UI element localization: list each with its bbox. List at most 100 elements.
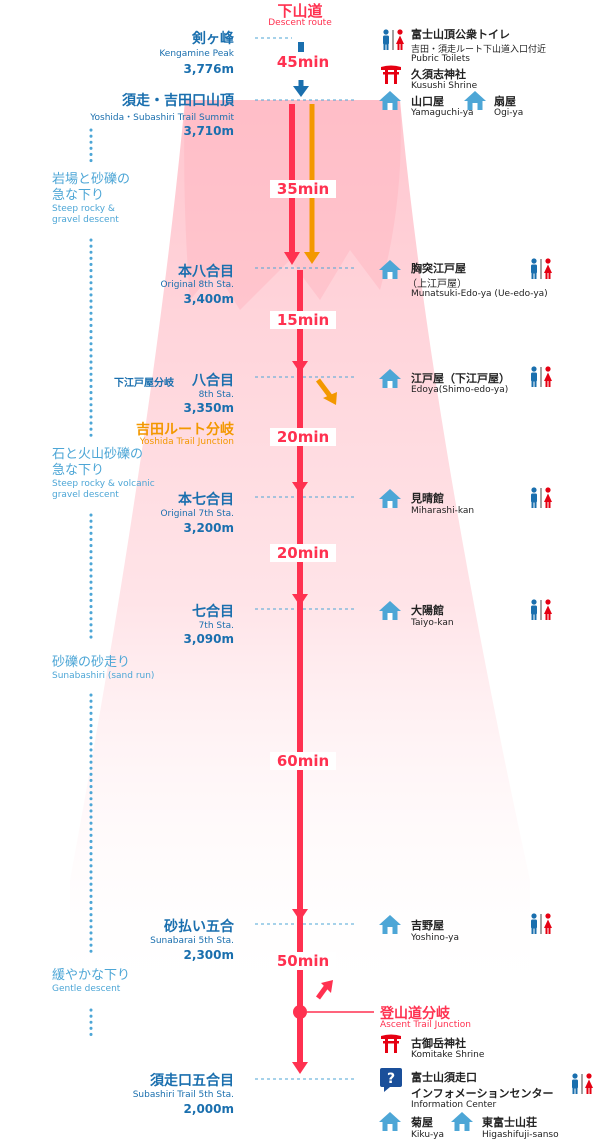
route-arrow-7th <box>292 594 308 606</box>
duration-1: 45min <box>270 53 336 71</box>
yoshida-branch-line <box>316 378 332 398</box>
yoshida-junction-en: Yoshida Trail Junction <box>139 437 234 447</box>
route-arrow-summit <box>284 252 300 265</box>
higashi-name: 東富士山荘 <box>482 1116 537 1129</box>
toilet-icon <box>383 29 404 50</box>
info-name: 富士山須走口 <box>411 1071 477 1084</box>
terrain-4-en1: Gentle descent <box>52 984 121 994</box>
shrine-icon <box>381 65 401 84</box>
terrain-2: 石と火山砂礫の 急な下り Steep rocky & volcanic grav… <box>52 447 155 501</box>
terrain-2-en1: Steep rocky & volcanic <box>52 479 155 489</box>
duration-2: 35min <box>270 180 336 198</box>
yoshida-junction-name: 吉田ルート分岐 <box>136 422 234 438</box>
station-8th-en: 8th Sta. <box>198 390 234 400</box>
station-hon8-en: Original 8th Sta. <box>160 280 234 290</box>
station-hon8-name: 本八合目 <box>178 264 234 280</box>
station-8th-elev: 3,350m <box>183 401 234 415</box>
munatsuki-alt: （上江戸屋） <box>407 279 467 290</box>
kusushi-en: Kusushi Shrine <box>411 81 478 91</box>
info-en: Information Center <box>411 1100 497 1110</box>
ascent-junction-en: Ascent Trail Junction <box>380 1020 471 1030</box>
station-8th-prefix: 下江戸屋分岐 <box>114 378 174 389</box>
miharashi-name: 見晴館 <box>411 492 444 505</box>
station-kengamine-elev: 3,776m <box>183 62 234 76</box>
duration-7: 50min <box>270 952 336 970</box>
terrain-3-en1: Sunabashiri (sand run) <box>52 671 155 681</box>
higashi-en: Higashifuji-sanso <box>482 1130 559 1140</box>
toilet-icon <box>531 487 552 508</box>
station-hon7-en: Original 7th Sta. <box>160 509 234 519</box>
station-5th-en: Subashiri Trail 5th Sta. <box>132 1090 234 1100</box>
station-hon8-elev: 3,400m <box>183 292 234 306</box>
hut-icon <box>379 369 401 388</box>
edoya-en: Edoya(Shimo-edo-ya) <box>411 385 509 395</box>
ascent-junction-name: 登山道分岐 <box>380 1006 450 1022</box>
toilet-icon <box>531 913 552 934</box>
peak-route-stub <box>298 42 304 52</box>
terrain-2-en2: gravel descent <box>52 490 119 500</box>
kiku-en: Kiku-ya <box>411 1130 444 1140</box>
toilet-summit-name: 富士山頂公衆トイレ <box>411 28 510 41</box>
route-subtitle: Descent route <box>268 18 332 28</box>
terrain-4: 緩やかな下り Gentle descent <box>52 968 130 995</box>
peak-route-arrow <box>293 86 309 97</box>
route-arrow-5th <box>292 1062 308 1074</box>
munatsuki-en: Munatsuki-Edo-ya (Ue-edo-ya) <box>411 289 548 299</box>
terrain-2-jp1: 石と火山砂礫の <box>52 447 144 462</box>
munatsuki-name: 胸突江戸屋 <box>411 262 466 275</box>
terrain-1: 岩場と砂礫の 急な下り Steep rocky & gravel descent <box>52 172 130 226</box>
taiyo-name: 大陽館 <box>411 604 444 617</box>
hut-icon <box>379 1112 401 1131</box>
duration-6: 60min <box>270 752 336 770</box>
ogi-en: Ogi-ya <box>494 108 524 118</box>
ascent-branch-line <box>315 985 329 1000</box>
kiku-name: 菊屋 <box>411 1116 433 1129</box>
station-kengamine-name: 剣ヶ峰 <box>192 31 234 47</box>
hut-icon <box>379 915 401 934</box>
station-kengamine-en: Kengamine Peak <box>159 49 234 59</box>
toilet-icon <box>531 258 552 279</box>
yamaguchi-name: 山口屋 <box>411 95 444 108</box>
info-name-2: インフォメーションセンター <box>411 1087 554 1100</box>
terrain-4-jp1: 緩やかな下り <box>52 968 131 983</box>
hut-icon <box>379 601 401 620</box>
yoshida-route-arrow <box>304 252 320 264</box>
yoshino-en: Yoshino-ya <box>411 933 460 943</box>
terrain-1-jp2: 急な下り <box>52 188 105 203</box>
info-icon: ? <box>380 1068 402 1092</box>
station-7th-elev: 3,090m <box>183 632 234 646</box>
station-7th-en: 7th Sta. <box>198 621 234 631</box>
toilet-icon <box>531 599 552 620</box>
edoya-name: 江戸屋（下江戸屋） <box>411 372 510 385</box>
terrain-1-en1: Steep rocky & <box>52 204 115 214</box>
toilet-summit-en: Pubric Toilets <box>411 54 470 64</box>
komitake-en: Komitake Shrine <box>411 1050 485 1060</box>
svg-text:?: ? <box>387 1071 395 1087</box>
route-arrow-hon7 <box>292 482 308 494</box>
yamaguchi-en: Yamaguchi-ya <box>411 108 474 118</box>
route-title: 下山道 <box>277 2 323 20</box>
terrain-3-jp1: 砂礫の砂走り <box>52 655 131 670</box>
terrain-1-jp1: 岩場と砂礫の <box>52 172 131 187</box>
yoshino-name: 吉野屋 <box>411 919 444 932</box>
hut-icon <box>451 1112 473 1131</box>
station-7th-name: 七合目 <box>192 604 234 620</box>
station-5th-name: 須走口五合目 <box>150 1073 234 1089</box>
station-summit-name: 須走・吉田口山頂 <box>122 93 234 109</box>
terrain-3: 砂礫の砂走り Sunabashiri (sand run) <box>52 655 154 682</box>
station-8th-name: 八合目 <box>192 373 234 389</box>
station-hon7-elev: 3,200m <box>183 521 234 535</box>
duration-5: 20min <box>270 544 336 562</box>
ascent-branch-arrow <box>321 980 333 993</box>
hut-icon <box>379 91 401 110</box>
hut-icon <box>379 260 401 279</box>
station-summit-en: Yoshida・Subashiri Trail Summit <box>90 113 234 123</box>
duration-3: 15min <box>270 311 336 329</box>
route-arrow-sunabarai <box>292 909 308 921</box>
station-summit-elev: 3,710m <box>183 124 234 138</box>
komitake-name: 古御岳神社 <box>411 1037 466 1050</box>
hut-icon <box>379 489 401 508</box>
ogi-name: 扇屋 <box>494 95 516 108</box>
hut-icon <box>464 91 486 110</box>
